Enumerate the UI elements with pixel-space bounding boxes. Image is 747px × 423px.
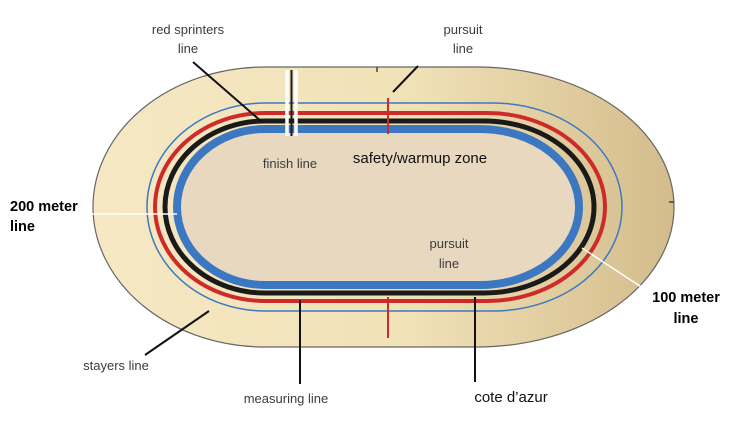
leader-lines (144, 61, 476, 384)
label-200-meter-line-2: line (10, 219, 35, 235)
label-red-sprinters-line-2: line (178, 41, 198, 56)
label-100-meter-line-2: line (674, 311, 699, 327)
stayers-line-stroke (146, 102, 623, 312)
label-pursuit-inner-1: pursuit (429, 236, 468, 251)
label-safety-warmup-zone: safety/warmup zone (353, 150, 487, 167)
label-200-meter-line-1: 200 meter (10, 199, 78, 215)
infield-safety-zone (173, 125, 583, 289)
label-finish-line: finish line (263, 156, 317, 171)
measuring-line-stroke (162, 118, 597, 296)
leader-lines-white (72, 213, 653, 295)
label-pursuit-top-1: pursuit (443, 22, 482, 37)
label-red-sprinters-line-1: red sprinters (152, 22, 225, 37)
label-pursuit-inner-2: line (439, 256, 459, 271)
label-100-meter-line-1: 100 meter (652, 290, 720, 306)
red-sprinters-line-stroke (153, 111, 607, 303)
label-stayers-line: stayers line (83, 358, 149, 373)
label-measuring-line: measuring line (244, 391, 329, 406)
label-cote-dazur: cote d’azur (474, 389, 547, 406)
label-pursuit-top-2: line (453, 41, 473, 56)
